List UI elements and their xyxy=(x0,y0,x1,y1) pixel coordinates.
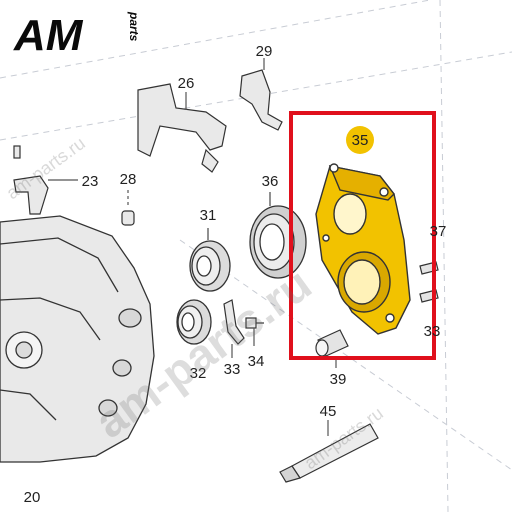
callout-33[interactable]: 33 xyxy=(224,361,241,378)
callout-29[interactable]: 29 xyxy=(256,43,273,60)
callout-31[interactable]: 31 xyxy=(200,207,217,224)
callout-34[interactable]: 34 xyxy=(248,353,265,370)
cover-part-29[interactable] xyxy=(239,58,283,131)
callout-35: 35 xyxy=(352,132,369,149)
bearing-part-32[interactable] xyxy=(176,299,212,345)
callout-39[interactable]: 39 xyxy=(330,371,347,388)
logo-suffix: parts xyxy=(127,11,141,42)
callout-37[interactable]: 37 xyxy=(430,223,447,240)
callout-labels: 29 26 23 28 36 31 37 33 34 33 32 39 45 2… xyxy=(24,43,447,506)
dowel-part-28[interactable] xyxy=(121,190,135,226)
highlight-frame xyxy=(289,111,436,360)
callout-badge-35[interactable]: 35 xyxy=(346,126,374,154)
bracket-part-26[interactable] xyxy=(137,83,227,173)
am-parts-logo[interactable]: AM parts xyxy=(13,11,141,60)
clip-part-33[interactable] xyxy=(223,299,245,358)
bearing-part-31[interactable] xyxy=(189,228,231,292)
callout-32[interactable]: 32 xyxy=(190,365,207,382)
callout-20[interactable]: 20 xyxy=(24,489,41,506)
callout-26[interactable]: 26 xyxy=(178,75,195,92)
sleeve-part-39[interactable] xyxy=(315,329,349,368)
bracket-part-23[interactable] xyxy=(13,145,78,215)
logo-letters: AM xyxy=(13,11,84,60)
callout-45[interactable]: 45 xyxy=(320,403,337,420)
screw-part-34[interactable] xyxy=(245,317,264,346)
callout-33-right[interactable]: 33 xyxy=(424,323,441,340)
sealant-tube-part-45[interactable] xyxy=(279,420,379,483)
cover-plate-part-35[interactable] xyxy=(315,163,411,335)
callout-28[interactable]: 28 xyxy=(120,171,137,188)
transmission-housing-part[interactable] xyxy=(0,215,155,463)
callout-23[interactable]: 23 xyxy=(82,173,99,190)
callout-36[interactable]: 36 xyxy=(262,173,279,190)
